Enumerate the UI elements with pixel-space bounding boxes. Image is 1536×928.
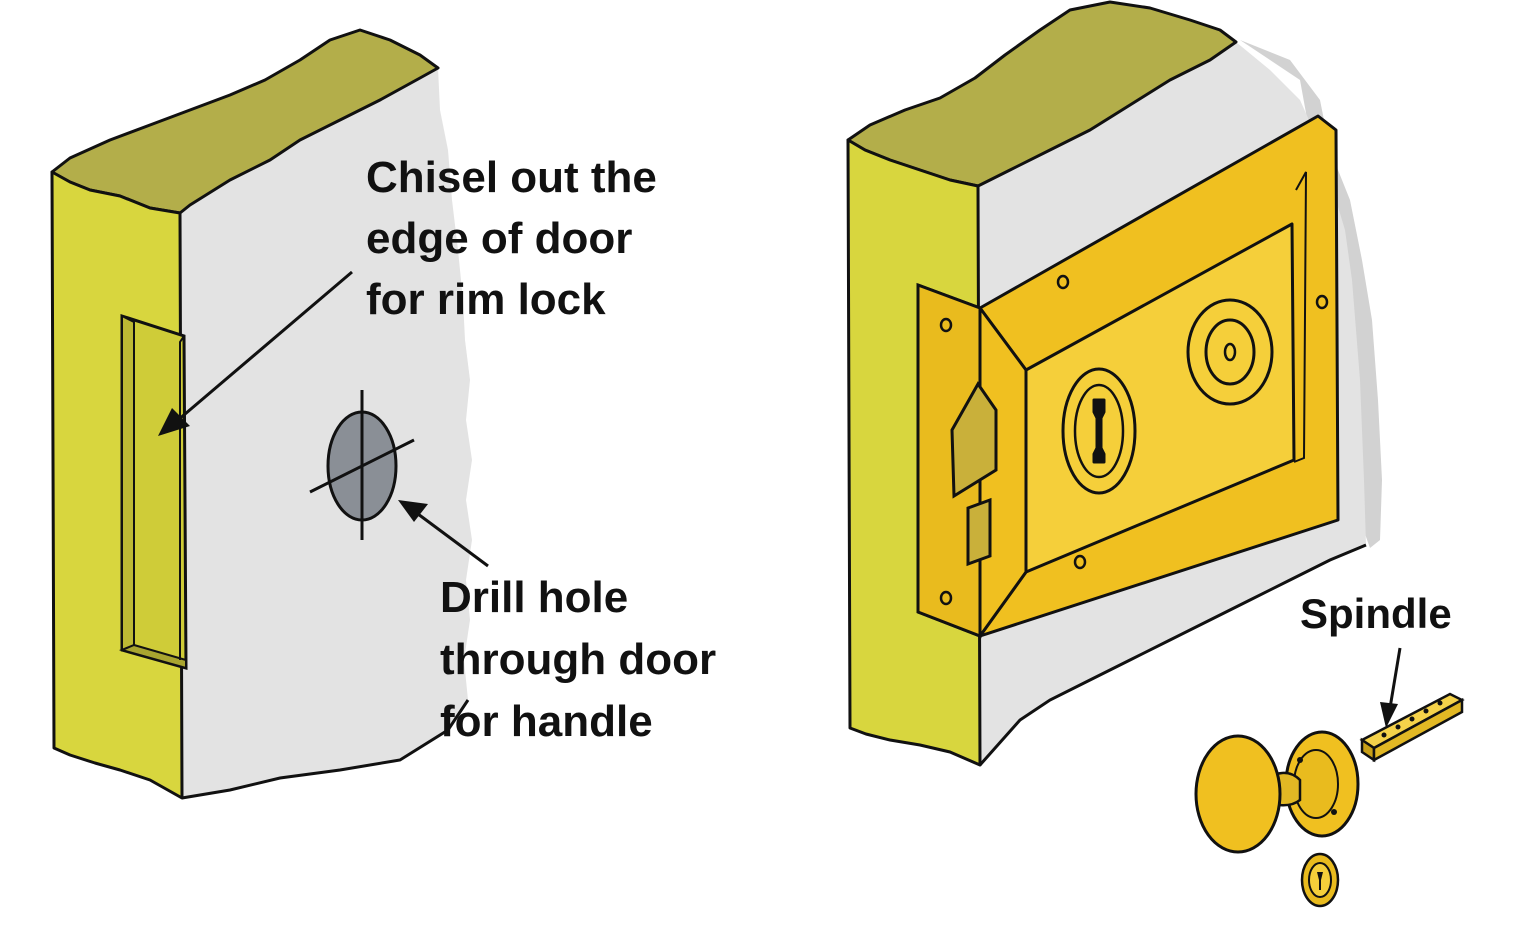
chisel-label-line-2: edge of door: [366, 214, 632, 263]
right-door-shadow: [1240, 40, 1382, 548]
chisel-label: Chisel out the edge of door for rim lock: [366, 153, 669, 324]
keyhole-icon: [1061, 367, 1137, 495]
left-door-illustration: [50, 28, 472, 800]
spindle-label: Spindle: [1300, 590, 1452, 637]
drill-label-line-1: Drill hole: [440, 573, 628, 622]
mortise-recess: [118, 313, 188, 670]
dead-bolt: [966, 497, 992, 567]
right-door-face-outline: [978, 543, 1367, 766]
spindle-boss-icon: [1186, 298, 1274, 406]
chisel-label-line-3: for rim lock: [366, 275, 606, 324]
rim-lock-screws: [939, 274, 1329, 606]
left-door-face: [180, 68, 472, 798]
door-knob-icon: [1194, 730, 1360, 854]
drilled-hole-icon: [309, 390, 415, 540]
keyhole-escutcheon-icon: [1300, 852, 1340, 908]
chisel-label-line-1: Chisel out the: [366, 153, 657, 202]
chisel-leader-arrow: [158, 270, 353, 436]
spindle-leader-arrow: [1380, 647, 1402, 728]
drill-label-line-3: for handle: [440, 697, 653, 746]
left-door-face-outline: [181, 699, 470, 800]
rim-lock-icon: [916, 114, 1340, 639]
drill-label-line-2: through door: [440, 635, 716, 684]
spindle-icon: [1359, 692, 1465, 763]
drill-leader-arrow: [398, 500, 489, 568]
drill-label: Drill hole through door for handle: [440, 573, 728, 746]
